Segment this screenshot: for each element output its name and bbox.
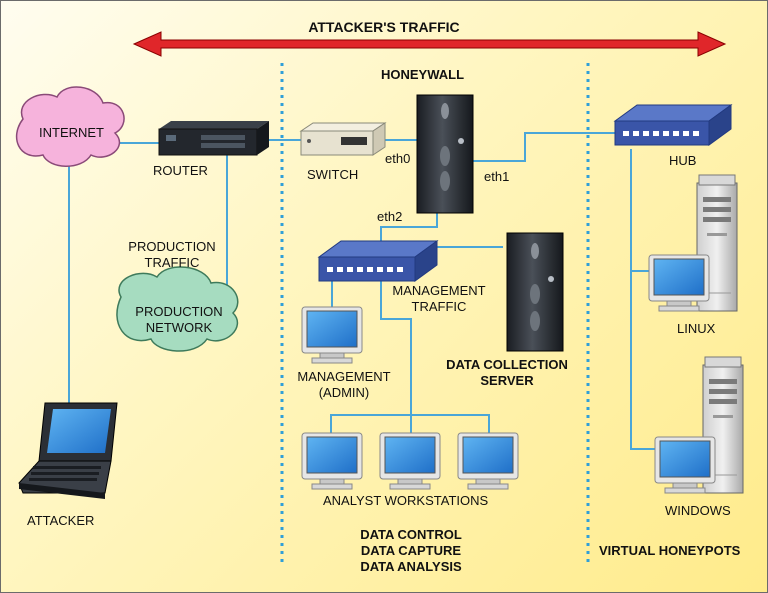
attackers-traffic-label: ATTACKER'S TRAFFIC: [308, 19, 460, 35]
analyst-workstations-label: ANALYST WORKSTATIONS: [323, 493, 489, 508]
linux-honeypot: [648, 174, 738, 312]
windows-label: WINDOWS: [665, 503, 731, 518]
linux-label: LINUX: [677, 321, 716, 336]
attackers-traffic-arrow: [132, 31, 727, 57]
switch-device: [299, 122, 387, 156]
internet-cloud: [15, 86, 125, 167]
production-network-cloud: [116, 266, 239, 352]
management-switch-device: [317, 240, 439, 282]
data-collection-server: [506, 232, 564, 352]
network-links: [68, 132, 661, 450]
router-label: ROUTER: [153, 163, 208, 178]
honeywall-server: [416, 94, 474, 214]
hub-device: [613, 104, 733, 146]
honeywall-label: HONEYWALL: [381, 67, 465, 82]
attacker-laptop: [18, 402, 118, 499]
analyst-workstation-1: [301, 432, 363, 490]
analyst-workstation-3: [457, 432, 519, 490]
data-control-capture-analysis-label: DATA CONTROL DATA CAPTURE DATA ANALYSIS: [360, 527, 462, 574]
switch-label: SWITCH: [307, 167, 359, 182]
internet-label: INTERNET: [39, 125, 104, 140]
attacker-label: ATTACKER: [27, 513, 95, 528]
management-workstation: [301, 306, 363, 364]
analyst-workstation-2: [379, 432, 441, 490]
eth2-label: eth2: [377, 209, 403, 224]
router-device: [158, 121, 269, 156]
management-admin-label: MANAGEMENT(ADMIN): [297, 369, 391, 400]
windows-honeypot: [654, 356, 744, 494]
eth1-label: eth1: [484, 169, 510, 184]
eth0-label: eth0: [385, 151, 411, 166]
hub-label: HUB: [669, 153, 697, 168]
virtual-honeypots-label: VIRTUAL HONEYPOTS: [599, 543, 741, 558]
